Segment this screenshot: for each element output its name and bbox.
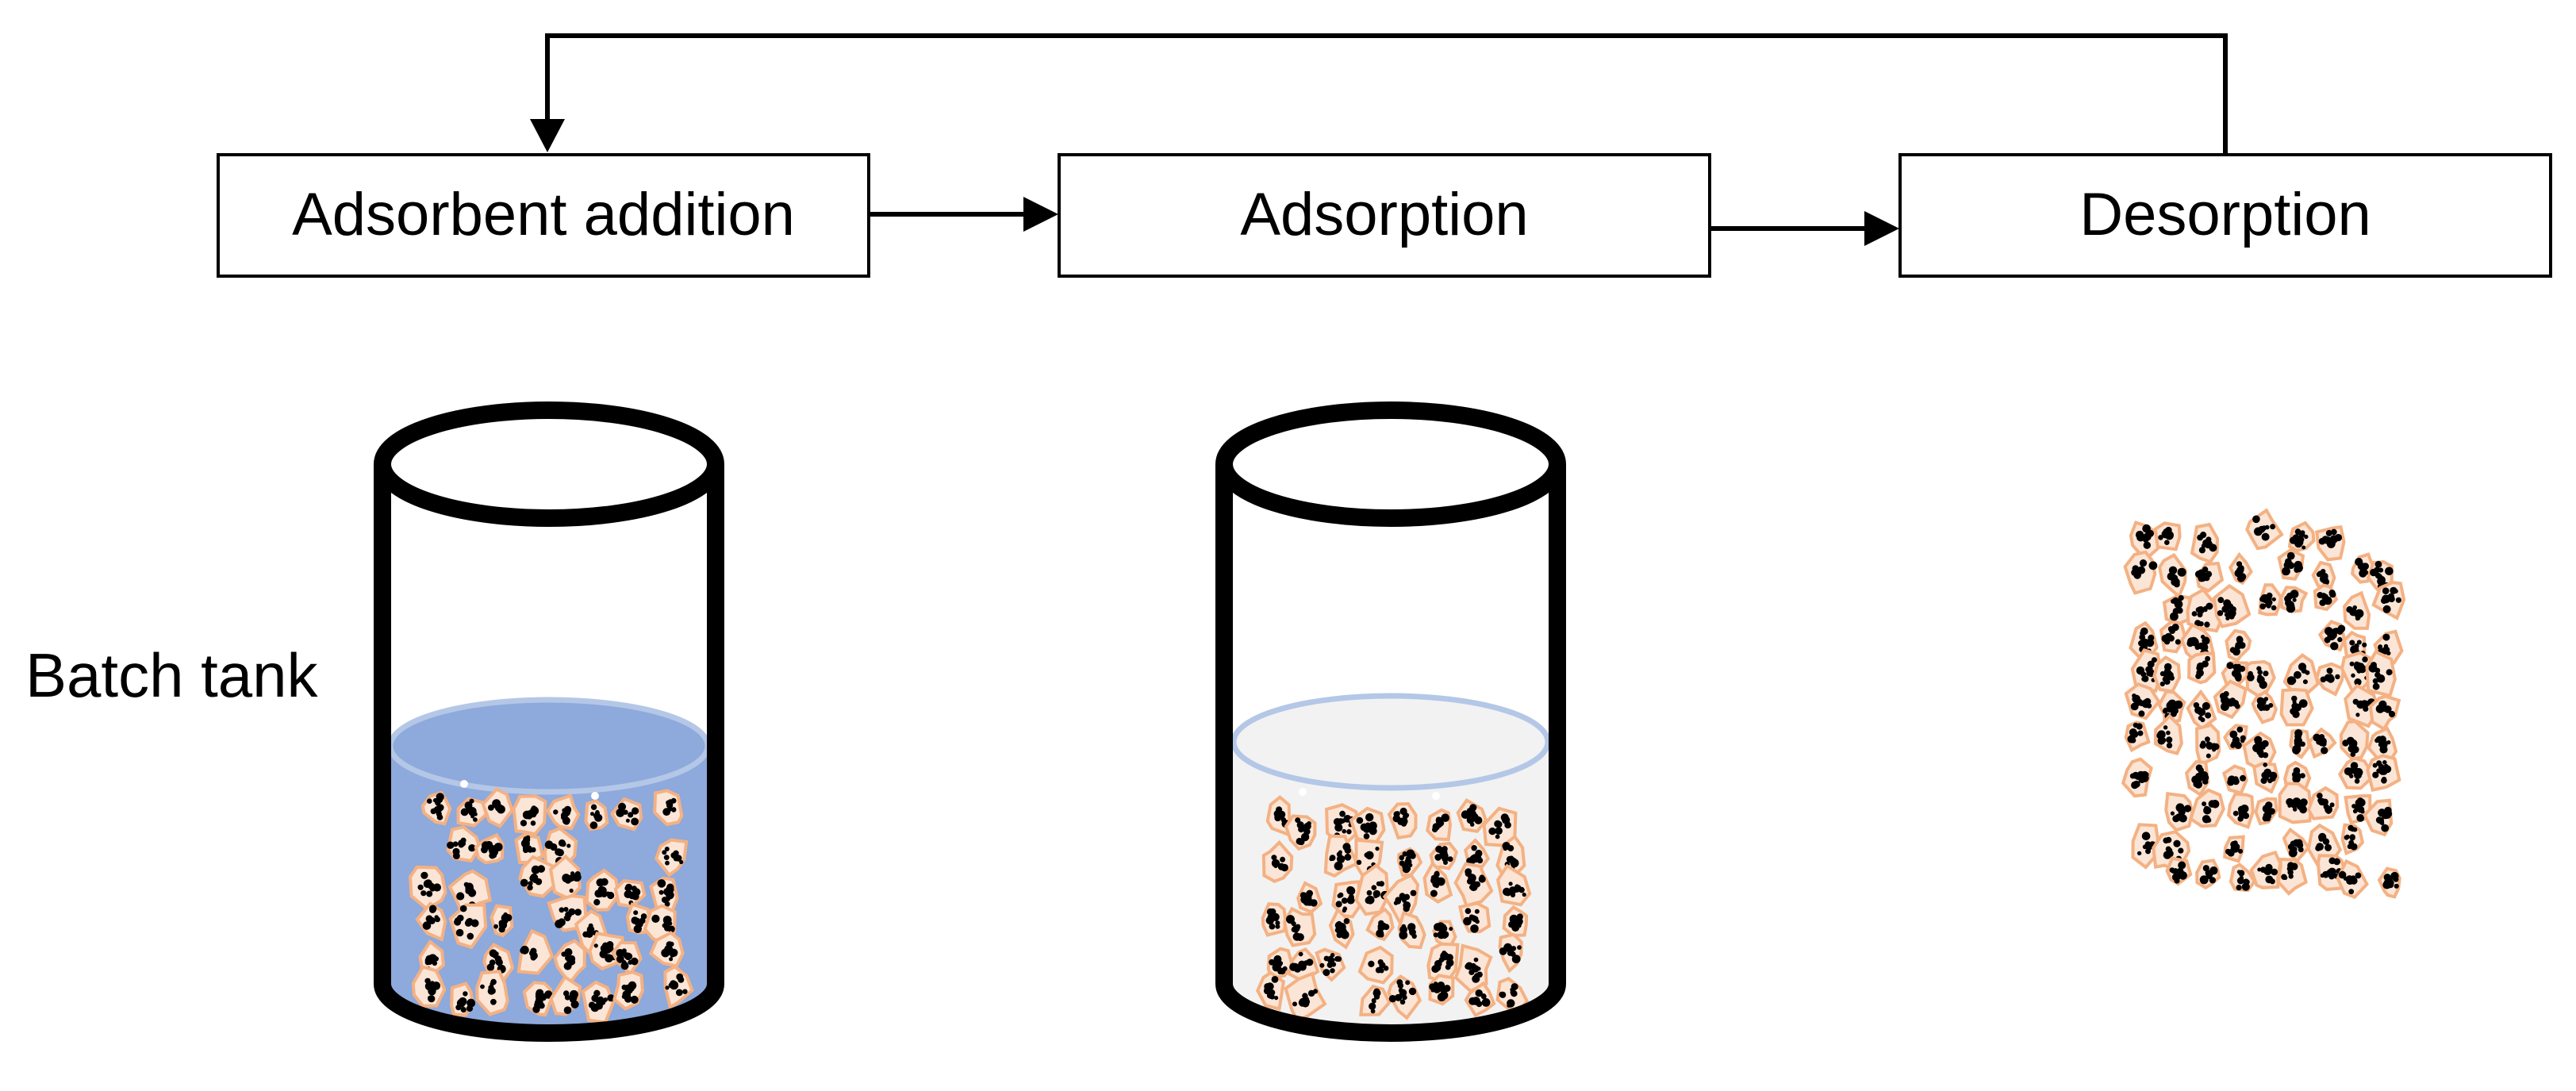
adsorbent-particles-icon xyxy=(2121,508,2406,899)
step-label: Adsorption xyxy=(1240,181,1528,248)
step-label: Desorption xyxy=(2079,181,2371,248)
step-box-adsorption: Adsorption xyxy=(1058,153,1711,278)
tank-icon xyxy=(374,401,724,1042)
flow-arrow-icon xyxy=(1710,211,1899,246)
step-box-desorption: Desorption xyxy=(1898,153,2552,278)
recycle-arrow-icon xyxy=(530,33,2228,155)
step-box-adsorbent-addition: Adsorbent addition xyxy=(217,153,870,278)
flow-arrow-icon xyxy=(870,197,1058,232)
tank-icon xyxy=(1215,401,1566,1042)
adsorbent-particles-icon xyxy=(1255,795,1532,1024)
adsorbent-particles-icon xyxy=(409,787,694,1024)
step-label: Adsorbent addition xyxy=(292,181,795,248)
row-label-batch-tank: Batch tank xyxy=(25,640,319,710)
